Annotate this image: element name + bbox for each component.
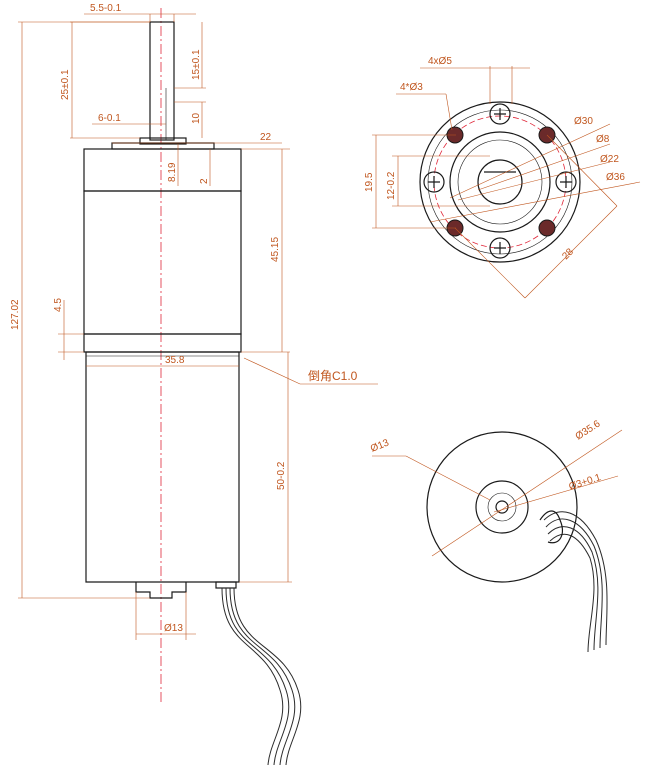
dim-height-19-5: 19.5 <box>364 172 375 192</box>
screw-right <box>555 171 577 193</box>
dim-total-length: 127.02 <box>10 299 21 330</box>
screw-top <box>489 103 511 125</box>
dim-rear-outer-35-6: Ø35.6 <box>574 418 603 442</box>
cable-sleeve <box>539 510 563 544</box>
rear-cable-2 <box>545 518 603 649</box>
dim-boss-step: 2 <box>199 178 210 184</box>
wire-exit <box>215 581 237 589</box>
side-view: 5.5-0.1 25±0.1 15±0.1 6-0.1 10 22 8.19 2… <box>10 3 378 766</box>
rear-cable-4 <box>549 533 595 653</box>
dim-joint: 4.5 <box>53 298 64 312</box>
shaft-circle <box>477 159 523 205</box>
dim-boss-height: 10 <box>191 112 202 124</box>
dim-inner-holes: 4*Ø3 <box>400 82 423 93</box>
gearbox-cap <box>83 148 242 192</box>
dim-bolt-circle-30: Ø30 <box>574 116 593 127</box>
dim-shaft-width: 5.5-0.1 <box>90 3 122 14</box>
output-shaft <box>149 21 175 141</box>
rear-cable-1 <box>543 511 608 646</box>
wire-2 <box>225 587 290 766</box>
rear-boss-inner <box>487 492 517 522</box>
dim-hole-span-28: 28 <box>560 246 576 262</box>
hub-inner <box>457 139 543 225</box>
dim-body-width: 35.8 <box>165 355 185 366</box>
shaft-boss <box>139 137 187 145</box>
dim-outer-36: Ø36 <box>606 172 625 183</box>
hole-br <box>538 219 556 237</box>
front-outer-circle <box>419 101 581 263</box>
dim-outer-hole-spacing: 4xØ5 <box>428 56 452 67</box>
rear-bore <box>495 500 509 514</box>
rear-boss-circle <box>475 480 529 534</box>
dim-motor-length: 50-0.2 <box>276 461 287 490</box>
dim-flat: 6-0.1 <box>98 113 121 124</box>
rear-cable-3 <box>547 526 599 651</box>
rear-view: Ø13 Ø35.6 Ø3+0.1 <box>369 418 623 653</box>
wire-3 <box>229 587 296 766</box>
dim-gear-offset: 8.19 <box>167 162 178 182</box>
dim-gear-diameter: 22 <box>260 132 272 143</box>
dim-gearbox-length: 45.15 <box>270 237 281 262</box>
gearbox-joint <box>83 333 242 353</box>
dim-shaft-flat-length: 15±0.1 <box>191 49 202 80</box>
dim-shaft-length: 25±0.1 <box>60 69 71 100</box>
rear-outer-circle <box>426 431 578 583</box>
dim-shaft-8: Ø8 <box>596 134 610 145</box>
screw-bottom <box>489 237 511 259</box>
motor-can <box>85 351 240 583</box>
hub-outer <box>449 131 551 233</box>
front-view: 4xØ5 4*Ø3 Ø30 Ø8 Ø22 Ø36 19.5 12-0.2 28 <box>364 56 641 299</box>
wire-4 <box>233 587 302 766</box>
dim-rear-boss-13: Ø13 <box>369 437 391 454</box>
rear-boss <box>135 582 187 599</box>
dim-chamfer: 倒角C1.0 <box>308 369 358 383</box>
dim-bolt-circle-22: Ø22 <box>600 154 619 165</box>
dim-rear-boss: Ø13 <box>164 623 183 634</box>
dim-rear-bore-3: Ø3+0.1 <box>568 472 603 493</box>
gearbox-knurl <box>83 190 242 335</box>
dim-height-12: 12-0.2 <box>386 171 397 200</box>
wire-1 <box>221 587 284 766</box>
screw-left <box>423 171 445 193</box>
